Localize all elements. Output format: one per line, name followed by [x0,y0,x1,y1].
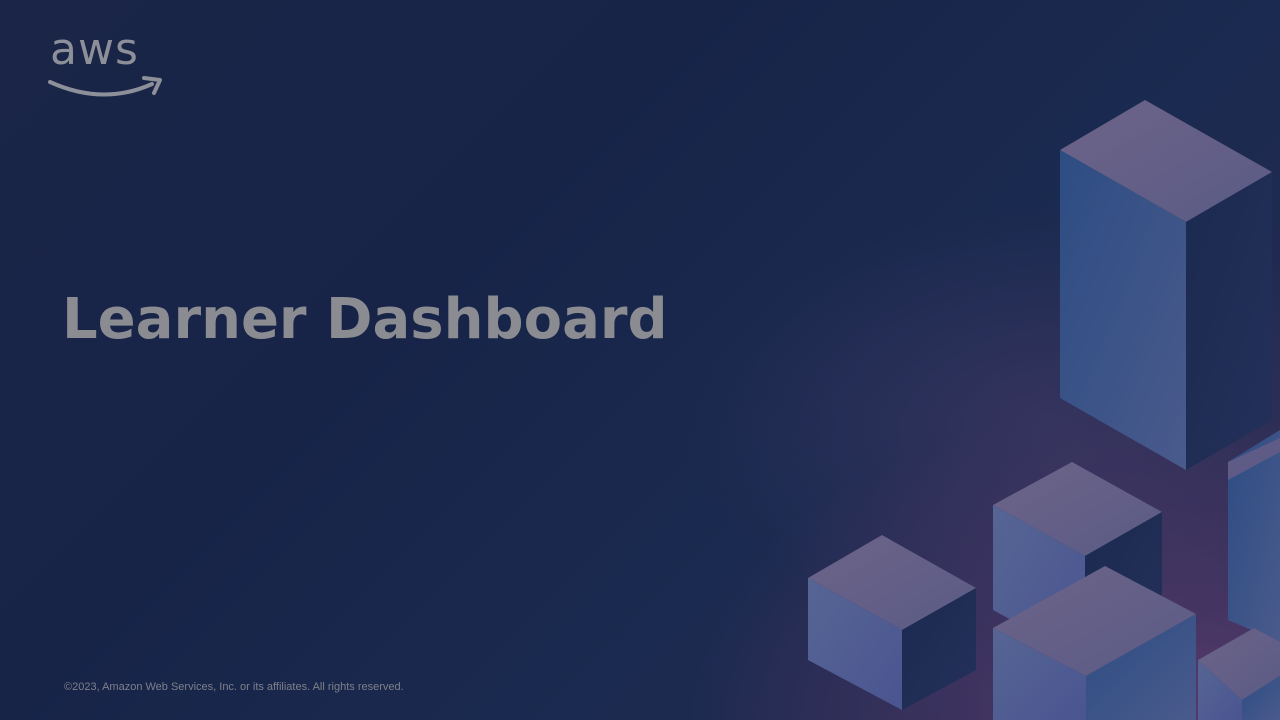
cube-bottom-center [993,566,1196,720]
aws-logo-text: aws [50,24,139,75]
cube-bottom-left [808,535,976,710]
copyright-footer: ©2023, Amazon Web Services, Inc. or its … [64,681,404,693]
page-title: Learner Dashboard [62,287,668,352]
cube-bottom-right [1198,628,1280,720]
cube-right-edge [1228,430,1280,642]
aws-logo: aws [48,28,168,108]
cube-tall [1060,100,1272,470]
aws-smile-arrow-icon [48,76,162,97]
